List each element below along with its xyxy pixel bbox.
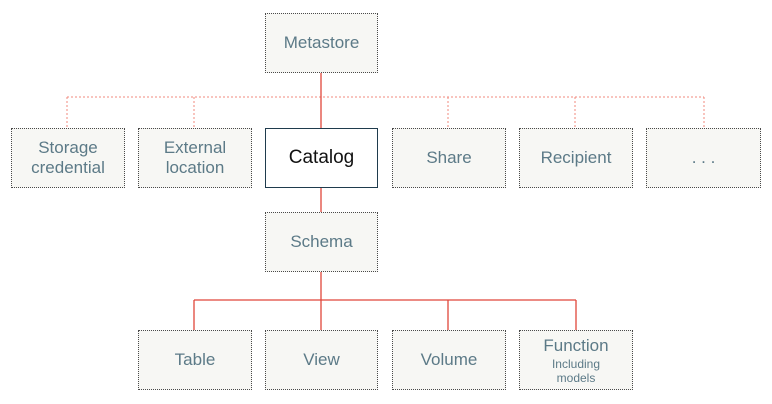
node-metastore: Metastore xyxy=(265,13,378,73)
node-metastore-label: Metastore xyxy=(283,33,360,52)
node-volume: Volume xyxy=(392,330,506,390)
node-external-location-label: External location xyxy=(163,138,227,177)
node-function-note: Including models xyxy=(551,356,601,385)
node-share: Share xyxy=(392,128,506,188)
node-catalog-label: Catalog xyxy=(288,147,355,168)
node-external-location: External location xyxy=(138,128,252,188)
node-storage-credential-label: Storage credential xyxy=(31,138,105,177)
node-storage-credential: Storage credential xyxy=(11,128,125,188)
node-recipient-label: Recipient xyxy=(540,148,612,167)
node-schema: Schema xyxy=(265,212,378,272)
node-more: . . . xyxy=(646,128,761,188)
node-function: Function Including models xyxy=(519,330,633,390)
node-table: Table xyxy=(138,330,252,390)
node-more-label: . . . xyxy=(691,148,716,167)
node-function-label: Function xyxy=(543,335,609,355)
node-schema-label: Schema xyxy=(290,232,353,251)
node-table-label: Table xyxy=(174,350,216,369)
node-catalog: Catalog xyxy=(265,128,378,188)
node-recipient: Recipient xyxy=(519,128,633,188)
node-view-label: View xyxy=(303,350,340,369)
node-view: View xyxy=(265,330,378,390)
node-volume-label: Volume xyxy=(420,350,478,369)
node-share-label: Share xyxy=(426,148,472,167)
